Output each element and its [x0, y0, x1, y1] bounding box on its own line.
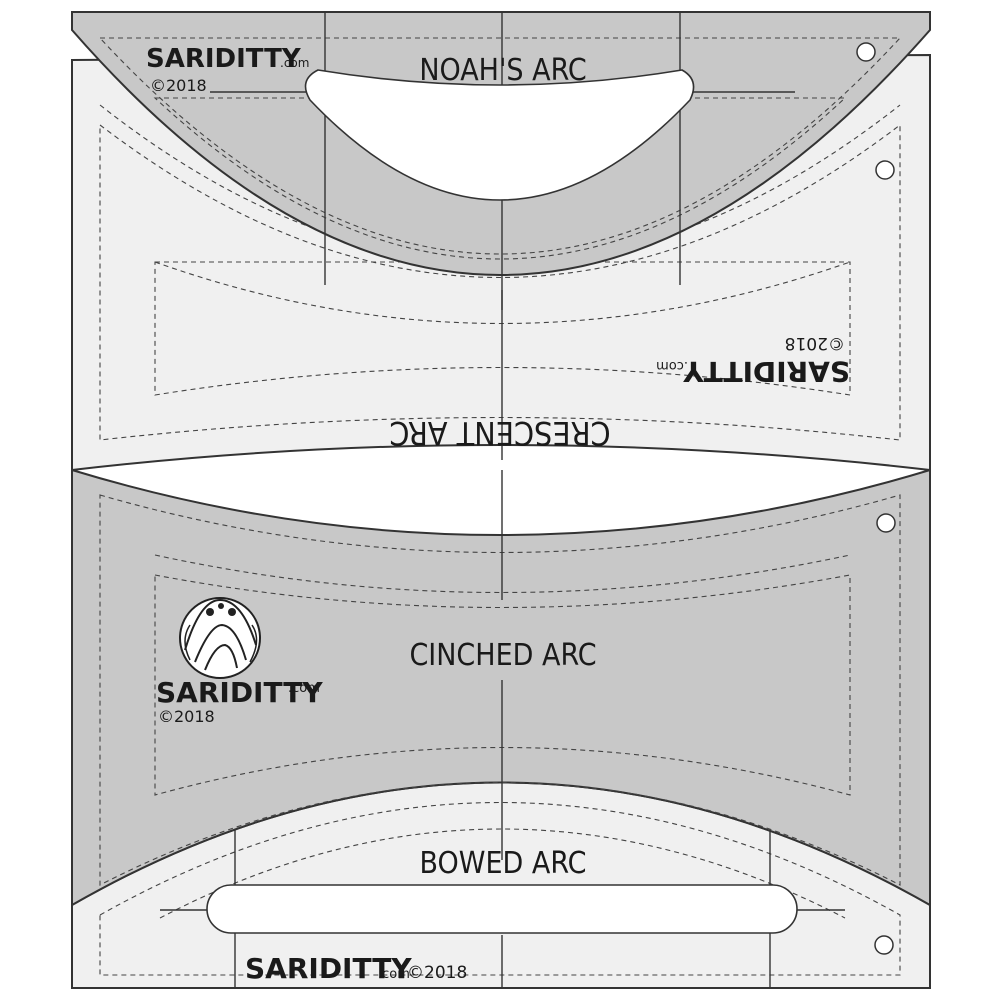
hanging-hole-icon [875, 160, 895, 180]
crescent-arc-brand: SARIDITTY [683, 355, 850, 388]
noahs-arc-title: NOAH'S ARC [419, 53, 586, 88]
hanging-hole-icon [856, 42, 876, 62]
hanging-hole-icon [874, 935, 894, 955]
cinched-arc-ruler: CINCHED ARC SARIDITTY .com ©2018 [71, 468, 931, 907]
noahs-arc-ruler: NOAH'S ARC SARIDITTY .com ©2018 [71, 11, 931, 310]
cinched-arc-brand-suffix: .com [288, 681, 320, 696]
bowed-arc-ruler: BOWED ARC SARIDITTY .com ©2018 [71, 781, 931, 989]
noahs-arc-brand-suffix: .com [280, 56, 309, 70]
crescent-arc-copyright: ©2018 [785, 333, 845, 353]
crescent-arc-brand-suffix: .com [656, 358, 688, 373]
crescent-arc-title: CRESCENT ARC [389, 414, 610, 452]
noahs-arc-handle-slot [304, 69, 695, 201]
hanging-hole-icon [876, 513, 896, 533]
bowed-arc-brand: SARIDITTY [245, 952, 412, 985]
cinched-arc-title: CINCHED ARC [409, 638, 596, 673]
bowed-arc-title: BOWED ARC [420, 846, 587, 881]
cinched-arc-copyright: ©2018 [158, 707, 215, 726]
bowed-arc-handle-slot [206, 884, 798, 934]
noahs-arc-brand: SARIDITTY [146, 44, 302, 74]
flower-logo-icon [179, 597, 261, 679]
noahs-arc-copyright: ©2018 [150, 76, 207, 95]
cinched-arc-brand: SARIDITTY [156, 676, 323, 709]
bowed-arc-brand-suffix: .com [378, 967, 410, 982]
bowed-arc-copyright: ©2018 [407, 963, 467, 983]
